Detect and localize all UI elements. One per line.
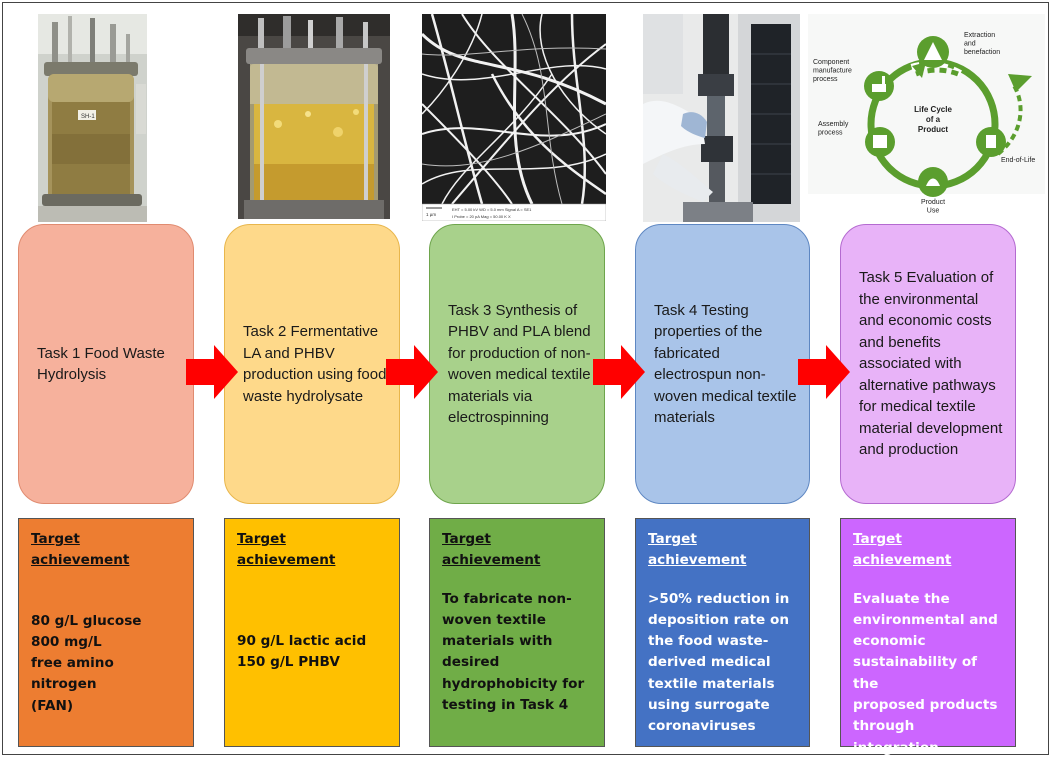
target-3-heading: Target achievement — [442, 531, 541, 569]
hydrolysis-reactor-photo: SH-1 — [38, 14, 147, 222]
task-3-label: Task 3 Synthesis of PHBV and PLA blend f… — [448, 301, 591, 427]
sem-fiber-image: 1 µm EHT = 5.00 kV WD = 5.0 mm Signal A … — [422, 14, 606, 221]
flask-label-tag — [78, 110, 96, 120]
target-1-heading: Target achievement — [31, 531, 130, 569]
flask-label-text: SH-1 — [81, 114, 95, 120]
task-4-box: Task 4 Testing properties of the fabrica… — [635, 224, 810, 504]
task-3-box: Task 3 Synthesis of PHBV and PLA blend f… — [429, 224, 605, 504]
task-2-label: Task 2 Fermentative LA and PHBV producti… — [243, 323, 387, 405]
life-cycle-return-arrow — [912, 62, 926, 78]
arrow-task-3-to-4 — [593, 345, 645, 399]
end-of-life-label: End-of-Life — [1001, 157, 1035, 164]
arrow-task-1-to-2 — [186, 345, 238, 399]
sem-info-line-2: I Probe = 20 pA Mag = 50.00 K X — [452, 214, 511, 219]
task-5-label: Task 5 Evaluation of the environmental a… — [859, 269, 1003, 459]
task-1-label: Task 1 Food Waste Hydrolysis — [37, 344, 165, 384]
task-4-label: Task 4 Testing properties of the fabrica… — [654, 301, 797, 427]
sem-scale-text: 1 µm — [426, 212, 436, 217]
fermentation-bioreactor-photo — [238, 14, 390, 219]
arrow-task-4-to-5 — [798, 345, 850, 399]
tensile-testing-photo — [643, 14, 800, 222]
arrow-task-2-to-3 — [386, 345, 438, 399]
target-2-heading: Target achievement — [237, 531, 336, 569]
sem-info-line-1: EHT = 5.00 kV WD = 5.0 mm Signal A = SE1 — [452, 207, 532, 212]
life-cycle-recycle-arrow — [1008, 74, 1032, 92]
target-4-heading: Target achievement — [648, 531, 747, 569]
task-2-box: Task 2 Fermentative LA and PHBV producti… — [224, 224, 400, 504]
target-box-3: Target achievement To fabricate non-wove… — [429, 518, 605, 747]
target-5-heading: Target achievement — [853, 531, 952, 569]
task-5-box: Task 5 Evaluation of the environmental a… — [840, 224, 1016, 504]
task-1-box: Task 1 Food Waste Hydrolysis — [18, 224, 194, 504]
diagram-frame — [2, 2, 1049, 755]
